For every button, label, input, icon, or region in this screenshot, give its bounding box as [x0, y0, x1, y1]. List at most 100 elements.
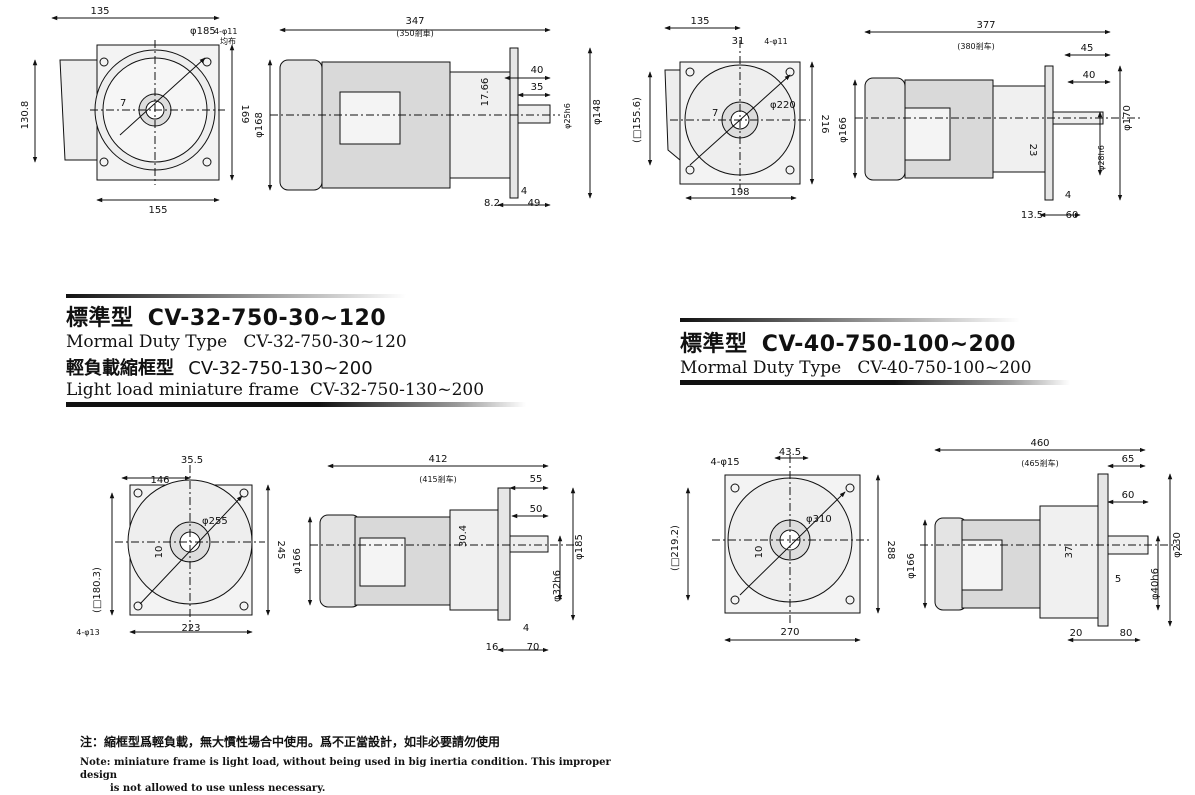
dim-label: 7: [120, 98, 126, 109]
dim-label: 16: [486, 642, 499, 653]
dim-label: φ168: [254, 112, 265, 138]
top-left-front-view: [32, 15, 235, 203]
title-right-cn-label: 標準型: [680, 332, 748, 357]
dim-label: 30.4: [458, 525, 469, 547]
title-right-heading: 標準型 CV-40-750-100~200: [680, 326, 1070, 358]
dim-label: φ40h6: [1150, 568, 1161, 600]
dim-label: (□219.2): [670, 525, 681, 571]
dim-label: 4-φ13: [76, 628, 99, 637]
title-left-en: Mormal Duty Type CV-32-750-30~120: [66, 332, 407, 352]
dim-label: 70: [527, 642, 540, 653]
dim-label: 4: [523, 623, 529, 634]
dim-label: 20: [1070, 628, 1083, 639]
top-left-side-view: [267, 27, 593, 208]
dim-label: 4-φ11: [764, 37, 787, 46]
dim-label: 60: [1122, 490, 1135, 501]
dim-label: 5: [1115, 574, 1121, 585]
dim-label: 8.2: [484, 198, 500, 209]
dim-label: 135: [90, 6, 109, 17]
dim-label: 130.8: [20, 101, 31, 130]
dim-label: 146: [150, 475, 169, 486]
dim-label: 10: [154, 546, 165, 559]
dim-label: 37: [1064, 546, 1075, 559]
dim-label: 10: [754, 546, 765, 559]
bottom-right-side-view: [920, 447, 1180, 643]
dim-label: 80: [1120, 628, 1133, 639]
dim-label: 均布: [220, 36, 236, 46]
dim-label: 216: [819, 114, 830, 133]
dim-label: φ310: [806, 514, 832, 525]
dim-label: 4: [521, 186, 527, 197]
dim-label: φ170: [1122, 105, 1133, 131]
dim-label: 223: [181, 623, 200, 634]
dim-label: 35: [531, 82, 544, 93]
dim-label: 135: [690, 16, 709, 27]
dim-label: (380剎车): [957, 41, 995, 51]
bottom-left-front-view: [109, 465, 271, 635]
title-left-model: CV-32-750-30~120: [147, 306, 387, 331]
dim-label: 245: [275, 540, 286, 559]
dim-label: 460: [1030, 438, 1049, 449]
footnote: 注：縮框型爲輕負載，無大慣性場合中使用。爲不正當設計，如非必要請勿使用 Note…: [80, 733, 640, 795]
dim-label: (415剎车): [419, 474, 457, 484]
note-en-1: Note: miniature frame is light load, wit…: [80, 757, 611, 781]
dim-label: φ166: [292, 548, 303, 574]
dim-label: 50: [530, 504, 543, 515]
dim-label: 60: [1066, 210, 1079, 221]
dim-label: 7: [712, 108, 718, 119]
title-bar: [680, 380, 1070, 385]
dim-label: 40: [531, 65, 544, 76]
bottom-right-front-view: [685, 455, 881, 643]
title-block-right: 標準型 CV-40-750-100~200 Mormal Duty Type C…: [680, 318, 1070, 385]
dim-label: 35.5: [181, 455, 203, 466]
dim-label: 169: [239, 104, 250, 123]
title-left-model2: CV-32-750-130~200: [188, 358, 373, 379]
dim-label: 4: [1065, 190, 1071, 201]
title-right-model: CV-40-750-100~200: [761, 332, 1016, 357]
dim-label: φ255: [202, 516, 228, 527]
dim-label: 377: [976, 20, 995, 31]
dim-label: 65: [1122, 454, 1135, 465]
dim-label: 4-φ15: [710, 457, 739, 468]
title-left-line2: 輕負載縮框型 CV-32-750-130~200: [66, 354, 526, 380]
dim-label: 155: [148, 205, 167, 216]
dim-label: φ185: [574, 534, 585, 560]
title-right-en: Mormal Duty Type CV-40-750-100~200: [680, 358, 1032, 378]
dim-label: 45: [1081, 43, 1094, 54]
title-block-left: 標準型 CV-32-750-30~120 Mormal Duty Type CV…: [66, 294, 526, 407]
title-left-cn-label2: 輕負載縮框型: [66, 358, 174, 379]
dim-label: 40: [1083, 70, 1096, 81]
top-right-side-view: [852, 29, 1140, 218]
title-left-cn-label: 標準型: [66, 306, 134, 331]
note-en-2: is not allowed to use unless necessary.: [110, 783, 326, 794]
dim-label: 49: [528, 198, 541, 209]
dim-label: φ230: [1172, 532, 1183, 558]
dim-label: 23: [1027, 144, 1038, 157]
title-left-heading: 標準型 CV-32-750-30~120: [66, 300, 526, 332]
title-bar: [680, 318, 1020, 322]
dim-label: 31: [732, 36, 745, 47]
dim-label: 288: [885, 540, 896, 559]
title-left-en2: Light load miniature frame CV-32-750-130…: [66, 380, 485, 400]
dim-label: φ25h6: [563, 103, 572, 129]
dim-label: φ166: [906, 553, 917, 579]
dim-label: 412: [428, 454, 447, 465]
dim-label: 13.5: [1021, 210, 1043, 221]
bottom-left-side-view: [307, 463, 580, 653]
dim-label: 17.66: [480, 78, 491, 107]
dim-label: φ220: [770, 100, 796, 111]
dim-label: 55: [530, 474, 543, 485]
dim-label: 43.5: [779, 447, 801, 458]
dim-label: φ148: [592, 99, 603, 125]
dim-label: φ185: [190, 26, 216, 37]
dim-label: φ28h6: [1097, 145, 1106, 171]
dim-label: (□180.3): [92, 567, 103, 613]
dim-label: (350剎車): [396, 28, 434, 38]
dim-label: 4-φ11: [214, 27, 237, 36]
dim-label: 347: [405, 16, 424, 27]
dim-label: φ32h6: [552, 570, 563, 602]
title-bar: [66, 294, 406, 298]
dim-label: φ166: [838, 117, 849, 143]
note-cn: 注：縮框型爲輕負載，無大慣性場合中使用。爲不正當設計，如非必要請勿使用: [80, 735, 501, 749]
